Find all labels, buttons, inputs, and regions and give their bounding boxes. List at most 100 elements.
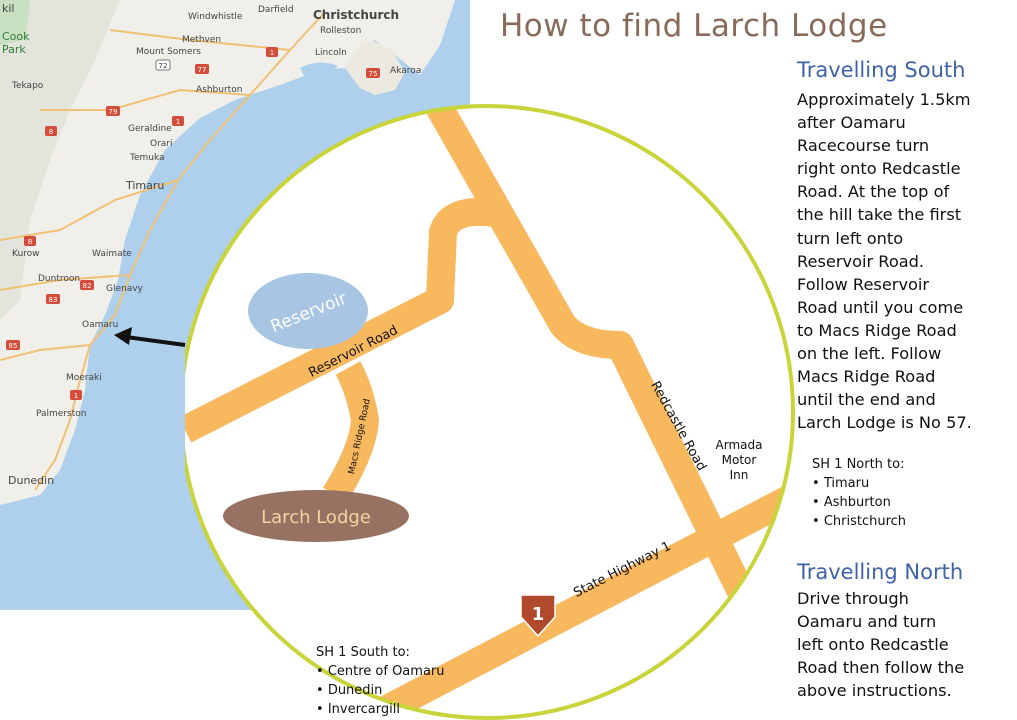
route-shield: 1	[266, 47, 278, 57]
destination-item: Invercargill	[316, 700, 445, 719]
direction-line: until the end and	[797, 390, 936, 410]
town-label: Mount Somers	[136, 47, 201, 57]
sh1-north-heading: SH 1 North to:	[812, 457, 905, 472]
route-shield: 82	[80, 280, 94, 290]
town-label: Tekapo	[11, 81, 44, 91]
arrow-icon	[114, 327, 186, 347]
town-label: Palmerston	[36, 409, 86, 419]
travelling-south-heading: Travelling South	[797, 58, 966, 82]
direction-line: on the left. Follow	[797, 344, 942, 364]
town-label: Temuka	[129, 153, 165, 163]
town-label: Waimate	[92, 249, 132, 259]
route-shield: 77	[195, 64, 209, 74]
highway-shield-icon: 1	[520, 594, 556, 638]
macs-ridge-road	[323, 361, 379, 503]
destination-item: Christchurch	[812, 512, 906, 531]
route-shield: 83	[46, 294, 60, 304]
svg-text:85: 85	[9, 342, 18, 350]
route-shields: 77 1 72 75 8 79 1 8 82 83 85 1	[6, 47, 380, 400]
local-map[interactable]: Reservoir Larch Lodge Reservoir Road Mac…	[185, 0, 805, 720]
mountain-shading	[0, 0, 120, 320]
svg-text:Inn: Inn	[730, 468, 749, 482]
svg-text:1: 1	[176, 118, 180, 126]
destination-item: Timaru	[812, 474, 906, 493]
sh1-south-block: SH 1 South to: Centre of Oamaru Dunedin …	[316, 643, 445, 719]
map-circle-ring	[185, 104, 795, 720]
destination-item: Centre of Oamaru	[316, 662, 445, 681]
town-label: Ashburton	[196, 85, 242, 95]
route-shield: 1	[172, 116, 184, 126]
town-label: Dunedin	[8, 474, 54, 487]
direction-line: Larch Lodge is No 57.	[797, 413, 972, 433]
direction-line: right onto Redcastle	[797, 159, 961, 179]
road-network	[0, 11, 326, 491]
direction-line: Approximately 1.5km	[797, 90, 971, 109]
reservoir	[248, 273, 368, 349]
svg-text:72: 72	[159, 62, 168, 70]
direction-line: Road until you come	[797, 297, 964, 317]
direction-line: Macs Ridge Road	[797, 367, 936, 387]
direction-line: Drive through	[797, 589, 909, 608]
sh1-north-block: SH 1 North to: Timaru Ashburton Christch…	[812, 455, 906, 531]
travelling-north-text: Drive through Oamaru and turn left onto …	[797, 587, 1009, 702]
direction-line: after Oamaru	[797, 113, 906, 133]
svg-text:Park: Park	[2, 43, 26, 56]
svg-text:82: 82	[83, 282, 92, 290]
direction-line: above instructions.	[797, 681, 952, 701]
town-label: Rolleston	[320, 26, 361, 36]
route-shield: 75	[366, 68, 380, 78]
direction-line: Road then follow the	[797, 658, 965, 678]
travelling-north-heading: Travelling North	[797, 560, 964, 584]
destination-item: Ashburton	[812, 493, 906, 512]
route-shield: 85	[6, 340, 20, 350]
town-label: Timaru	[125, 179, 164, 192]
page-title: How to find Larch Lodge	[500, 8, 888, 44]
travelling-south-text: Approximately 1.5km after Oamaru Racecou…	[797, 88, 1009, 434]
sh1-south-heading: SH 1 South to:	[316, 645, 410, 660]
town-label: Akaroa	[390, 66, 421, 76]
state-highway-road	[378, 467, 793, 718]
town-label: Duntroon	[38, 274, 80, 284]
banks-peninsula	[345, 40, 405, 95]
town-label: Oamaru	[82, 320, 118, 330]
town-label: Glenavy	[106, 284, 144, 294]
redcastle-road	[422, 106, 758, 607]
svg-text:8: 8	[28, 238, 32, 246]
larch-lodge	[223, 490, 409, 542]
armada-motor-inn-label: Armada Motor Inn	[716, 438, 763, 482]
svg-text:Armada: Armada	[716, 438, 763, 452]
route-shield: 1	[70, 390, 82, 400]
route-shield: 79	[106, 106, 120, 116]
direction-line: left onto Redcastle	[797, 635, 949, 655]
town-label: Moeraki	[66, 373, 102, 383]
svg-text:75: 75	[369, 70, 378, 78]
town-label: Darfield	[258, 5, 294, 15]
town-label: Geraldine	[128, 124, 172, 134]
svg-text:1: 1	[532, 604, 545, 625]
lake-ellesmere	[300, 62, 338, 79]
svg-text:Motor: Motor	[722, 453, 757, 467]
svg-text:1: 1	[270, 49, 274, 57]
svg-text:kil: kil	[2, 2, 14, 15]
road-layer	[185, 106, 793, 718]
route-shield: 8	[24, 236, 36, 246]
svg-text:79: 79	[109, 108, 118, 116]
direction-line: to Macs Ridge Road	[797, 320, 957, 340]
svg-text:83: 83	[49, 296, 58, 304]
direction-line: Oamaru and turn	[797, 612, 937, 632]
route-shield: 8	[45, 126, 57, 136]
reservoir-road	[185, 197, 507, 443]
town-label: Methven	[182, 35, 221, 45]
svg-text:1: 1	[74, 392, 78, 400]
direction-line: the hill take the first	[797, 205, 962, 225]
town-label: Kurow	[12, 249, 40, 259]
park-label: kil Cook Park	[2, 2, 30, 56]
direction-line: Reservoir Road.	[797, 251, 925, 271]
destination-item: Dunedin	[316, 681, 445, 700]
route-shield: 72	[155, 59, 171, 71]
svg-text:Cook: Cook	[2, 30, 30, 43]
town-labels: Windwhistle Darfield Christchurch Methve…	[8, 5, 421, 487]
town-label: Orari	[150, 139, 173, 149]
direction-line: Follow Reservoir	[797, 274, 930, 294]
